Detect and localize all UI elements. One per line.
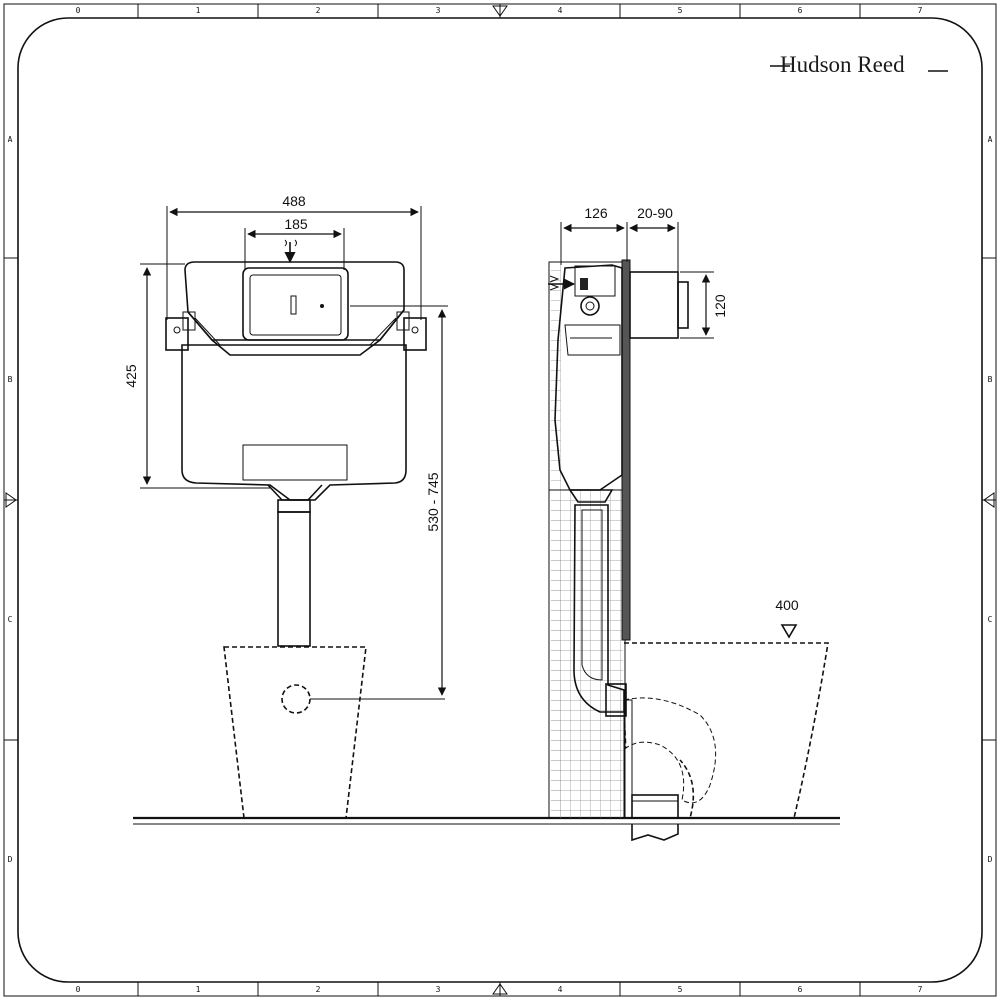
wc-pan	[223, 646, 367, 819]
cistern-lid	[184, 261, 405, 341]
column-label: 7	[918, 6, 923, 15]
column-label: 0	[76, 6, 81, 15]
column-label: 2	[316, 6, 321, 15]
column-label: 6	[798, 6, 803, 15]
flush-panel-opening	[242, 267, 349, 341]
dimension-panel-width: 185	[284, 216, 308, 232]
dimension-inlet-height: 120	[712, 294, 728, 318]
level-marker-icon	[780, 624, 798, 639]
side-view: 126 20-90 120 400	[548, 205, 829, 842]
dimension-frame-depth: 126	[584, 205, 608, 221]
left-bracket	[165, 317, 189, 351]
front-view: 488 185 425 530 - 745	[123, 193, 840, 825]
row-label: A	[988, 135, 993, 144]
row-label: D	[988, 855, 993, 864]
wall-panel	[621, 259, 631, 641]
wc-pan-side	[624, 642, 829, 819]
cistern-side	[554, 264, 623, 491]
column-label: 2	[316, 985, 321, 994]
column-label: 7	[918, 985, 923, 994]
waste-outlet	[631, 794, 679, 819]
column-label: 3	[436, 6, 441, 15]
column-label: 4	[558, 6, 563, 15]
column-label: 4	[558, 985, 563, 994]
row-label: C	[8, 615, 13, 624]
column-label: 5	[678, 985, 683, 994]
row-label: C	[988, 615, 993, 624]
flush-pipe	[277, 511, 311, 647]
dimension-overall-width: 488	[282, 193, 306, 209]
column-label: 1	[196, 6, 201, 15]
dimension-wall-depth: 20-90	[637, 205, 673, 221]
dimension-flush-height: 530 - 745	[425, 472, 441, 531]
row-label: A	[8, 135, 13, 144]
brand-logo: Hudson Reed	[770, 52, 948, 77]
row-label: B	[988, 375, 993, 384]
dimension-pan-height: 400	[775, 597, 799, 613]
row-label: D	[8, 855, 13, 864]
column-label: 6	[798, 985, 803, 994]
dimension-cistern-height: 425	[123, 364, 139, 388]
trap-section	[623, 697, 717, 804]
outlet-circle	[281, 684, 311, 714]
cistern-tank	[181, 344, 407, 501]
inlet-thread	[629, 271, 679, 339]
column-label: 1	[196, 985, 201, 994]
tiled-wall	[548, 261, 626, 819]
row-label: B	[8, 375, 13, 384]
brand-name: Hudson Reed	[780, 52, 905, 77]
drawing-frame: 0 1 2 3 4 5 6 7 0 1 2 3 4 5 6 7 A B C D …	[3, 3, 997, 997]
right-bracket	[403, 317, 427, 351]
column-label: 3	[436, 985, 441, 994]
column-label: 0	[76, 985, 81, 994]
column-label: 5	[678, 6, 683, 15]
flush-pipe-side	[573, 504, 625, 713]
